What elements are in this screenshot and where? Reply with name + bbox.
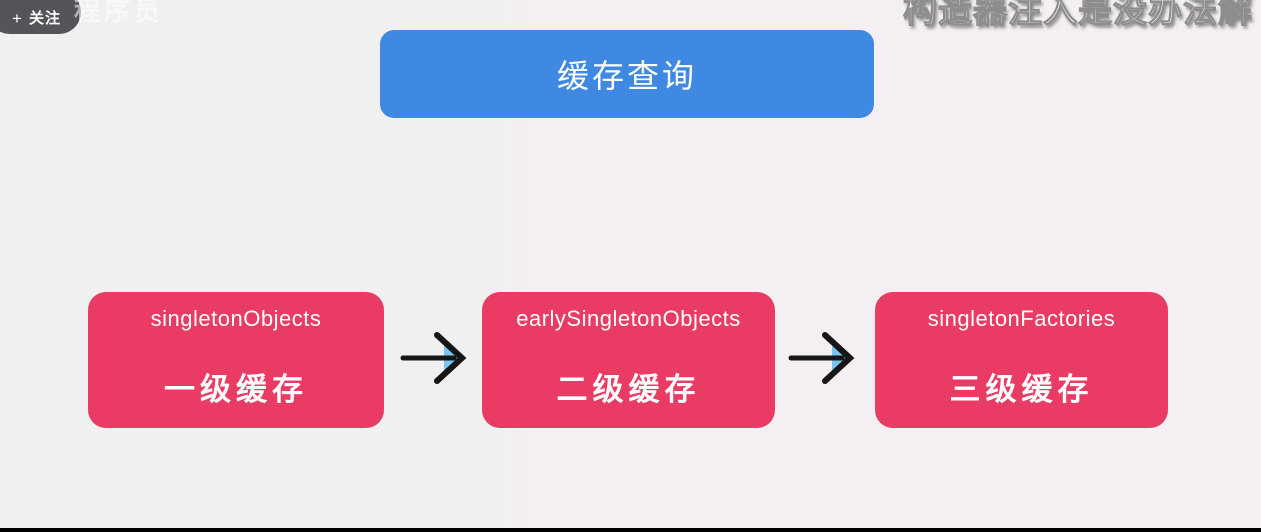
diagram-title-label: 缓存查询 <box>556 58 697 94</box>
brand-watermark: 程序员 <box>74 0 165 26</box>
diagram-title-box: 缓存查询 <box>380 30 874 118</box>
follow-button[interactable]: + 关注 <box>0 0 81 34</box>
cache-node-level3: singletonFactories 三级缓存 <box>875 292 1168 428</box>
cache-node-code: singletonFactories <box>927 306 1116 331</box>
follow-button-label: 关注 <box>28 10 61 27</box>
right-arrow-icon <box>788 332 855 384</box>
cache-node-level2: earlySingletonObjects 二级缓存 <box>482 292 775 428</box>
cache-node-code: earlySingletonObjects <box>516 306 741 331</box>
letterbox-bottom-edge <box>0 528 1261 532</box>
cache-node-level1: singletonObjects 一级缓存 <box>88 292 384 428</box>
cache-node-label: 三级缓存 <box>949 372 1094 407</box>
plus-icon: + <box>12 9 22 28</box>
cache-node-code: singletonObjects <box>150 306 322 331</box>
cache-node-label: 二级缓存 <box>556 372 701 407</box>
right-arrow-icon <box>400 332 467 384</box>
title-watermark: 构造器注入是没办法解 <box>902 0 1253 31</box>
cache-node-label: 一级缓存 <box>164 372 308 407</box>
